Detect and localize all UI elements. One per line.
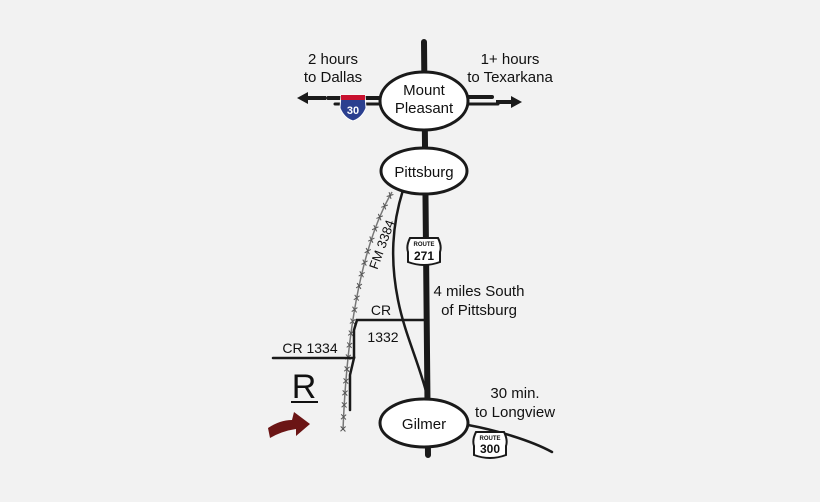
railroad-tie [365,247,370,255]
texarkana-label-line1: 1+ hours [481,51,540,68]
logo-r: R [291,368,318,406]
railroad-tie [340,426,346,432]
texarkana-label-line2: to Texarkana [467,69,553,86]
fm-3384-road [391,188,429,397]
railroad-tie [356,282,362,290]
route-300-number: 300 [480,442,500,456]
south-label-line2: of Pittsburg [441,302,517,319]
cr-1332-road [352,318,426,360]
route-300-shield-icon: ROUTE 300 [472,431,508,459]
railroad-tie [388,191,392,199]
longview-label-line1: 30 min. [490,385,539,402]
location-arrow-icon [268,412,310,438]
route-300-top: ROUTE [480,436,501,442]
city-mount-pleasant-line1: Mount [403,82,446,99]
interstate-30-number: 30 [347,105,359,117]
railroad-tie [346,342,353,349]
mount-pleasant-oval [378,70,470,132]
railroad-tie [377,213,382,221]
railroad-tie [342,390,348,396]
railroad-tie [343,378,349,385]
railroad-track [342,191,393,431]
railroad-tie [354,294,360,301]
route-271-number: 271 [414,249,434,263]
railroad-tie [362,259,367,266]
railroad-tie [350,318,356,325]
railroad-tie [369,236,374,243]
interstate-30-shield-icon: 30 [339,94,367,122]
south-label-line1: 4 miles South [434,283,525,300]
city-mount-pleasant-line2: Pleasant [395,100,454,117]
arrow-east-icon [496,96,522,108]
railroad-tie [373,224,378,232]
cr-1332-label-line1: CR [371,302,391,318]
railroad-tie [382,202,387,210]
railroad-tie [344,366,350,373]
cr-1332-label-line2: 1332 [367,329,398,345]
city-gilmer: Gilmer [402,416,446,433]
logo-r-letter: R [292,368,317,406]
railroad-tie [352,306,357,313]
railroad-tie [340,414,347,420]
railroad-tie [341,402,347,408]
city-pittsburg: Pittsburg [394,164,453,181]
arrow-west-icon [297,92,326,104]
pittsburg-oval [379,146,469,196]
route-271-shield-icon: ROUTE 271 [406,237,442,266]
cr-1334-road [271,356,356,412]
longview-label-line2: to Longview [475,404,555,421]
railroad-tie [359,271,364,278]
route-271-top: ROUTE [414,242,435,248]
dallas-label-line1: 2 hours [308,51,358,68]
gilmer-oval [378,397,470,449]
railroad-tie [348,330,354,337]
longview-road [466,423,554,454]
dallas-label-line2: to Dallas [304,69,362,86]
cr-1334-label: CR 1334 [282,340,337,356]
